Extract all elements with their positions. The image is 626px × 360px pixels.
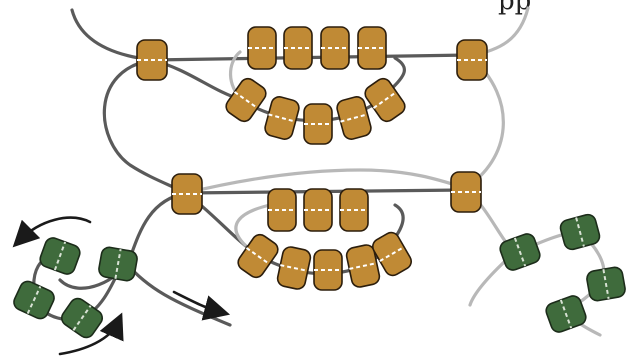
dark-wire-left-loop (102, 58, 188, 195)
green-bead-right (586, 266, 626, 302)
gold-bead-upper-left-cross (136, 39, 168, 81)
dark-wire-left-cluster-loop (32, 253, 122, 322)
gold-bead-lower-right-cross (450, 171, 482, 213)
green-bead-left (39, 237, 81, 275)
motion-arrows (12, 216, 231, 356)
gold-bead-lower-left-cross (171, 173, 203, 215)
arrow-right-diagonal (172, 290, 231, 321)
gold-bead-lower-arc (276, 246, 312, 290)
gold-bead-upper-arc (225, 77, 267, 123)
gold-bead-upper-right-cross (456, 39, 488, 81)
green-bead-left (60, 297, 104, 339)
green-bead-right (559, 213, 601, 251)
green-bead-left (98, 246, 138, 282)
gold-bead-upper-row (283, 26, 313, 70)
green-bead-right (499, 233, 541, 271)
green-bead-left (13, 280, 55, 320)
gold-bead-lower-arc (237, 233, 279, 279)
gold-bead-lower-row (267, 188, 297, 232)
light-wire-lower-loop (234, 203, 272, 247)
gold-bead-upper-arc (303, 103, 333, 145)
gold-bead-lower-arc (313, 249, 343, 291)
green-beads-right (499, 213, 626, 333)
gold-bead-upper-arc (364, 77, 406, 123)
green-beads-left (13, 237, 138, 339)
green-bead-right (545, 295, 587, 333)
gold-bead-lower-row (339, 188, 369, 232)
gold-bead-lower-arc (345, 244, 381, 288)
gold-beads (136, 26, 488, 291)
gold-bead-lower-row (303, 188, 333, 232)
gold-bead-lower-arc (372, 231, 412, 277)
gold-bead-upper-row (247, 26, 277, 70)
arrow-bottom-curve (58, 312, 124, 356)
arrow-top-left-curve (12, 216, 92, 248)
cropped-top-text: pp (498, 0, 532, 16)
gold-bead-upper-row (357, 26, 387, 70)
gold-bead-upper-row (320, 26, 350, 70)
light-wire-cross (184, 168, 467, 195)
gold-bead-upper-arc (264, 96, 300, 140)
gold-bead-upper-arc (336, 96, 372, 140)
dark-wire-upper-arc (150, 56, 407, 123)
